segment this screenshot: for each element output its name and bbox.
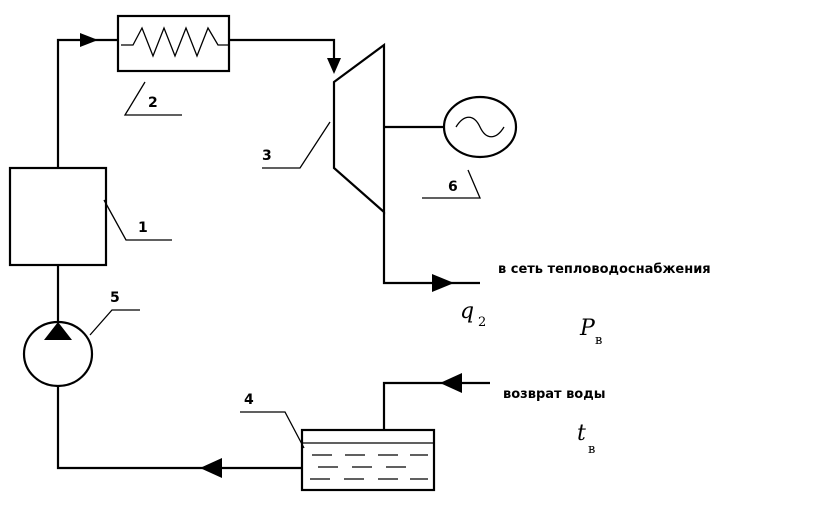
- label-boiler: 1: [138, 220, 148, 236]
- leader-generator: [422, 169, 481, 199]
- flow-arrow-water-return: [440, 373, 462, 393]
- label-superheater: 2: [148, 95, 158, 111]
- turbine-shape: [332, 42, 386, 215]
- symbol-t: t: [577, 421, 586, 446]
- symbol-q: q: [460, 299, 474, 324]
- pipe-pump-to-condenser: [56, 386, 302, 470]
- leader-condenser: [240, 411, 305, 449]
- flow-arrow-to-pump: [200, 458, 222, 478]
- generator-sine-icon: [455, 116, 505, 138]
- generator-circle: [442, 95, 518, 159]
- label-condenser: 4: [244, 392, 254, 408]
- leader-pump: [89, 309, 140, 336]
- symbol-p: P: [579, 316, 596, 341]
- pipe-superheater-to-turbine: [229, 38, 336, 62]
- boiler-box: [8, 166, 108, 267]
- leader-turbine: [262, 121, 331, 169]
- superheater-coil: [121, 26, 229, 58]
- label-pump: 5: [110, 290, 120, 306]
- flow-arrow-to-network: [432, 274, 454, 292]
- tank-water-marks: [310, 454, 428, 480]
- label-turbine: 3: [262, 148, 272, 164]
- condenser-tank: [300, 428, 436, 492]
- flow-arrow-turbine-inlet: [327, 58, 341, 74]
- symbol-p-subscript: в: [595, 333, 602, 348]
- superheater-box: [116, 14, 231, 73]
- caption-to-network: в сеть тепловодоснабжения: [498, 262, 711, 277]
- pipe-to-heating-network: [382, 212, 480, 285]
- flow-arrow-superheater-inlet: [80, 33, 98, 47]
- caption-water-return: возврат воды: [503, 387, 606, 402]
- pipe-water-return: [382, 381, 490, 430]
- leader-superheater: [123, 81, 182, 116]
- leader-boiler: [103, 199, 172, 241]
- symbol-q-subscript: 2: [478, 315, 486, 330]
- pipe-boiler-to-superheater: [56, 38, 118, 168]
- pump-arrow-icon: [44, 322, 72, 340]
- symbol-t-subscript: в: [588, 442, 595, 457]
- label-generator: 6: [448, 179, 458, 195]
